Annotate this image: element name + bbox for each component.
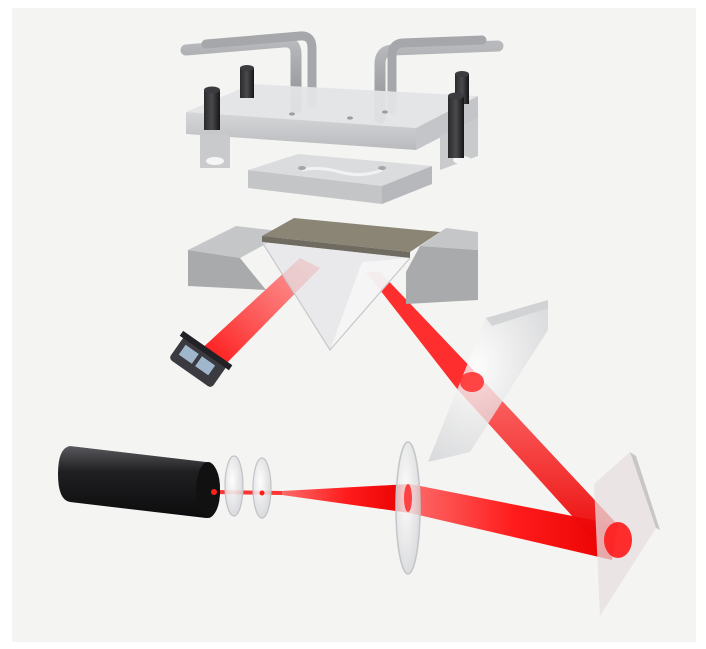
clamp-hole [347,116,353,119]
fold-mirror-spot [604,522,632,558]
holder-block-right-front [406,246,478,304]
collimating-lens [396,442,420,574]
collimating-lens-spot [404,484,412,512]
clamp-post-left-front [204,87,220,131]
polarizer-disc-1 [225,456,243,516]
clamp-post-left-back [240,65,254,98]
chip-port-outlet [378,166,386,170]
clamp-leg-left-hole [206,157,224,165]
laser-aperture [211,489,217,495]
pinhole-spot [260,491,265,496]
clamp-hole [289,112,295,115]
laser-aperture-face [196,462,220,518]
focusing-lens-spot [460,372,484,392]
polarizer-disc-2 [253,458,271,518]
chip-port-inlet [298,166,306,170]
clamp-hole [382,110,388,113]
clamp-post-right-front [448,93,464,159]
